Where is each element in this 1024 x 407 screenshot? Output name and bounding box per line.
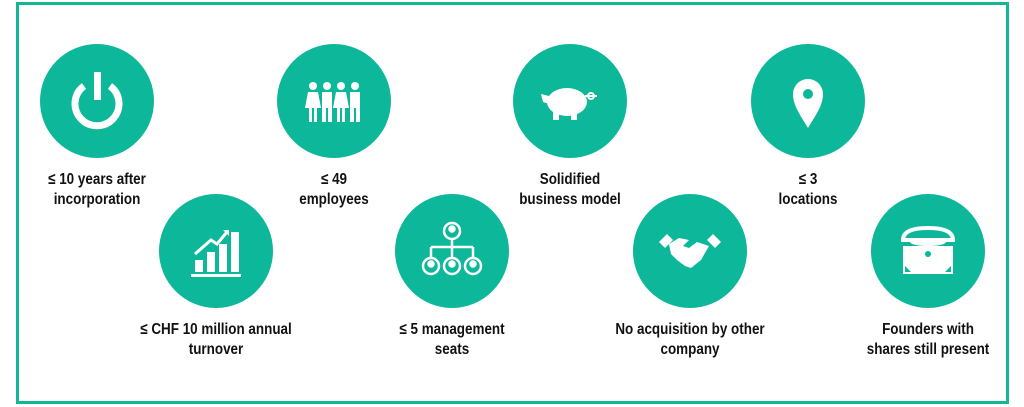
label-line: ≤ 49 — [320, 171, 348, 188]
label-line: ≤ 3 — [798, 171, 818, 188]
circle — [40, 44, 154, 158]
label-line: Founders with — [882, 321, 974, 338]
label-line: company — [660, 341, 720, 358]
criterion-employees: ≤ 49 employees — [214, 44, 454, 210]
criterion-label: ≤ 49 employees — [233, 170, 435, 210]
criterion-label: ≤ 10 years after incorporation — [0, 170, 198, 210]
org-chart-icon — [421, 221, 483, 276]
criterion-business-model: Solidified business model — [450, 44, 690, 210]
criterion-label: Solidified business model — [469, 170, 671, 210]
treasure-chest-icon — [900, 225, 956, 274]
criterion-founders: Founders with shares still present — [808, 194, 1024, 360]
label-line: ≤ 5 management — [399, 321, 505, 338]
circle — [871, 194, 985, 308]
criterion-acquisition: No acquisition by other company — [570, 194, 810, 360]
criterion-label: ≤ 5 management seats — [351, 320, 553, 360]
label-line: turnover — [188, 341, 244, 358]
criterion-label: ≤ 3 locations — [707, 170, 909, 210]
criterion-management: ≤ 5 management seats — [332, 194, 572, 360]
chart-growth-icon — [191, 230, 241, 277]
power-icon — [71, 72, 123, 130]
label-line: business model — [519, 191, 621, 208]
circle — [395, 194, 509, 308]
label-line: ≤ CHF 10 million annual — [140, 321, 292, 338]
label-line: employees — [299, 191, 369, 208]
circle — [751, 44, 865, 158]
circle — [159, 194, 273, 308]
criterion-age: ≤ 10 years after incorporation — [0, 44, 217, 210]
circle — [513, 44, 627, 158]
label-line: incorporation — [53, 191, 141, 208]
label-line: Solidified — [539, 171, 601, 188]
circle — [277, 44, 391, 158]
piggy-bank-icon — [541, 88, 597, 120]
label-line: shares still present — [866, 341, 990, 358]
label-line: No acquisition by other — [615, 321, 765, 338]
frame — [16, 2, 1009, 404]
circle — [633, 194, 747, 308]
criterion-label: ≤ CHF 10 million annual turnover — [115, 320, 317, 360]
handshake-icon — [659, 234, 721, 268]
criterion-locations: ≤ 3 locations — [688, 44, 928, 210]
criterion-label: Founders with shares still present — [827, 320, 1024, 360]
people-icon — [305, 82, 360, 122]
criterion-label: No acquisition by other company — [589, 320, 791, 360]
location-pin-icon — [793, 79, 823, 128]
criterion-turnover: ≤ CHF 10 million annual turnover — [96, 194, 336, 360]
label-line: locations — [778, 191, 838, 208]
label-line: seats — [434, 341, 470, 358]
label-line: ≤ 10 years after — [48, 171, 146, 188]
